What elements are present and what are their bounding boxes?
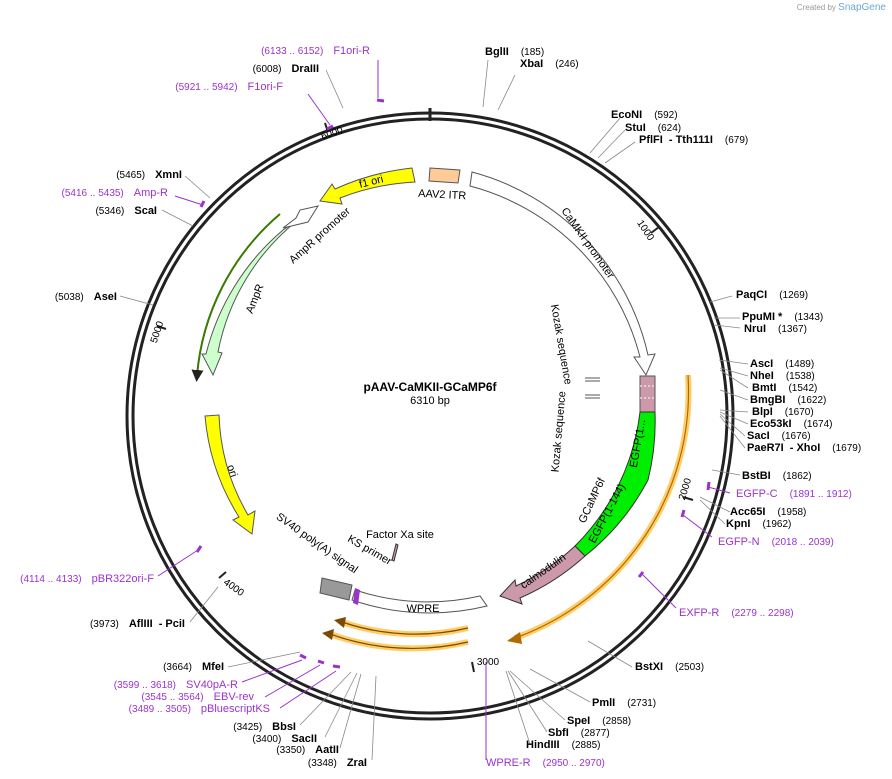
enzyme-label-nrui: NruI(1367) xyxy=(744,323,807,335)
enzyme-label-pmli: PmlI(2731) xyxy=(592,697,656,709)
enzyme-label-pflfi: PflFI- Tth111I(679) xyxy=(639,134,748,146)
enzyme-label-saci: SacI(1676) xyxy=(747,430,811,442)
enzyme-label-eco53ki: Eco53kI(1674) xyxy=(750,418,833,430)
enzyme-label-sbfi: SbfI(2877) xyxy=(548,727,610,739)
tick-label: 2000 xyxy=(677,477,694,502)
enzyme-label-nhei: NheI(1538) xyxy=(750,370,815,382)
primer-label-pbluescriptks: (3489 .. 3505)pBluescriptKS xyxy=(129,703,270,715)
primer-label-pbr322ori-f: (4114 .. 4133)pBR322ori-F xyxy=(20,573,154,585)
tick-label: 4000 xyxy=(221,577,246,599)
factor-xa-label: Factor Xa site xyxy=(366,529,434,541)
enzyme-label-ppumi: PpuMI *(1343) xyxy=(742,311,823,323)
primer-marks xyxy=(195,98,711,669)
enzyme-label-bmti: BmtI(1542) xyxy=(752,382,817,394)
enzyme-label-paer7i: PaeR7I- XhoI(1679) xyxy=(747,442,861,454)
tick-label: 1000 xyxy=(634,218,656,243)
enzyme-label-asci: AscI(1489) xyxy=(750,358,814,370)
feature-wpre: WPRE xyxy=(351,589,488,615)
feature-sv40: SV40 poly(A) signal xyxy=(274,511,360,601)
enzyme-label-stui: StuI(624) xyxy=(625,122,681,134)
enzyme-labels: BglII(185) XbaI(246) EcoNI(592) StuI(624… xyxy=(55,46,861,769)
enzyme-label-aatii: (3350)AatII xyxy=(276,744,339,756)
enzyme-label-asei: (5038)AseI xyxy=(55,291,117,303)
enzyme-label-xbai: XbaI(246) xyxy=(520,58,579,70)
enzyme-label-kpni: KpnI(1962) xyxy=(726,518,791,530)
aav2-itr-label: AAV2 ITR xyxy=(418,188,467,203)
enzyme-label-acc65i: Acc65I(1958) xyxy=(730,506,806,518)
feature-aav2-itr: AAV2 ITR xyxy=(418,167,467,203)
feature-ampr: AmpR xyxy=(191,213,299,382)
wpre-label: WPRE xyxy=(407,603,440,615)
plasmid-name: pAAV-CaMKII-GCaMP6f xyxy=(363,380,497,394)
f1ori-label: f1 ori xyxy=(358,173,385,191)
primer-label-exfp-r: EXFP-R(2279 .. 2298) xyxy=(679,607,794,619)
primer-label-ebv-rev: (3545 .. 3564)EBV-rev xyxy=(141,691,254,703)
enzyme-label-bmgbi: BmgBI(1622) xyxy=(750,394,826,406)
tick-label: 3000 xyxy=(477,657,500,668)
snapgene-logo: SnapGene xyxy=(838,2,886,13)
kozak-label-1: Kozak sequence xyxy=(548,303,574,385)
camkii-label: CaMKII promoter xyxy=(559,206,617,282)
enzyme-label-bbsi: (3425)BbsI xyxy=(233,721,296,733)
enzyme-label-xmni: (5465)XmnI xyxy=(116,169,182,181)
enzyme-label-mfei: (3664)MfeI xyxy=(163,661,224,673)
primer-label-sv40pa-r: (3599 .. 3618)SV40pA-R xyxy=(114,679,238,691)
enzyme-label-hindiii: HindIII(2885) xyxy=(526,739,601,751)
primer-labels: (6133 .. 6152)F1ori-R (5921 .. 5942)F1or… xyxy=(20,45,852,769)
feature-factor-xa: Factor Xa site xyxy=(366,529,434,562)
feature-ori: ori xyxy=(204,414,256,535)
feature-f1ori: f1 ori xyxy=(319,167,416,205)
enzyme-connectors xyxy=(119,59,749,761)
primer-label-f1ori-f: (5921 .. 5942)F1ori-F xyxy=(175,81,283,93)
feature-egfp: EGFP(1... EGFP(1-144) GCaMP6f xyxy=(574,375,656,557)
primer-label-wpre-r: WPRE-R(2950 .. 2970) xyxy=(486,757,605,769)
ori-label: ori xyxy=(224,463,239,479)
primer-label-egfp-n: EGFP-N(2018 .. 2039) xyxy=(718,536,834,548)
enzyme-label-blpi: BlpI(1670) xyxy=(752,406,814,418)
enzyme-label-bglii: BglII(185) xyxy=(485,46,544,58)
feature-calmodulin: calmodulin xyxy=(499,545,586,605)
primer-connectors xyxy=(157,60,731,760)
kozak-label-2: Kozak sequence xyxy=(549,391,568,473)
plasmid-size: 6310 bp xyxy=(410,395,450,407)
enzyme-label-econi: EcoNI(592) xyxy=(611,109,678,121)
primer-label-egfp-c: EGFP-C(1891 .. 1912) xyxy=(736,488,852,500)
enzyme-label-afliii: (3973)AflIII- PciI xyxy=(90,618,185,630)
credit-prefix: Created by xyxy=(796,3,836,12)
enzyme-label-sacii: (3400)SacII xyxy=(252,733,317,745)
enzyme-label-spei: SpeI(2858) xyxy=(567,715,631,727)
primer-label-amp-r: (5416 .. 5435)Amp-R xyxy=(62,187,169,199)
ampr-label: AmpR xyxy=(244,282,267,315)
snapgene-credit: Created by SnapGene xyxy=(797,2,886,13)
backbone xyxy=(125,108,735,721)
ampr-promoter-label: AmpR promoter xyxy=(287,205,353,266)
enzyme-label-zrai: (3348)ZraI xyxy=(308,757,367,769)
feature-kozak: Kozak sequence Kozak sequence xyxy=(548,303,600,473)
tick-label: 5000 xyxy=(149,320,166,345)
enzyme-label-draiii: (6008)DraIII xyxy=(253,63,319,75)
primer-label-f1ori-r: (6133 .. 6152)F1ori-R xyxy=(261,45,370,57)
enzyme-label-scai: (5346)ScaI xyxy=(95,205,157,217)
enzyme-label-bstxi: BstXI(2503) xyxy=(635,661,704,673)
enzyme-label-bstbi: BstBI(1862) xyxy=(742,470,812,482)
enzyme-label-paqci: PaqCI(1269) xyxy=(736,289,808,301)
feature-ampr-promoter: AmpR promoter xyxy=(282,205,353,266)
